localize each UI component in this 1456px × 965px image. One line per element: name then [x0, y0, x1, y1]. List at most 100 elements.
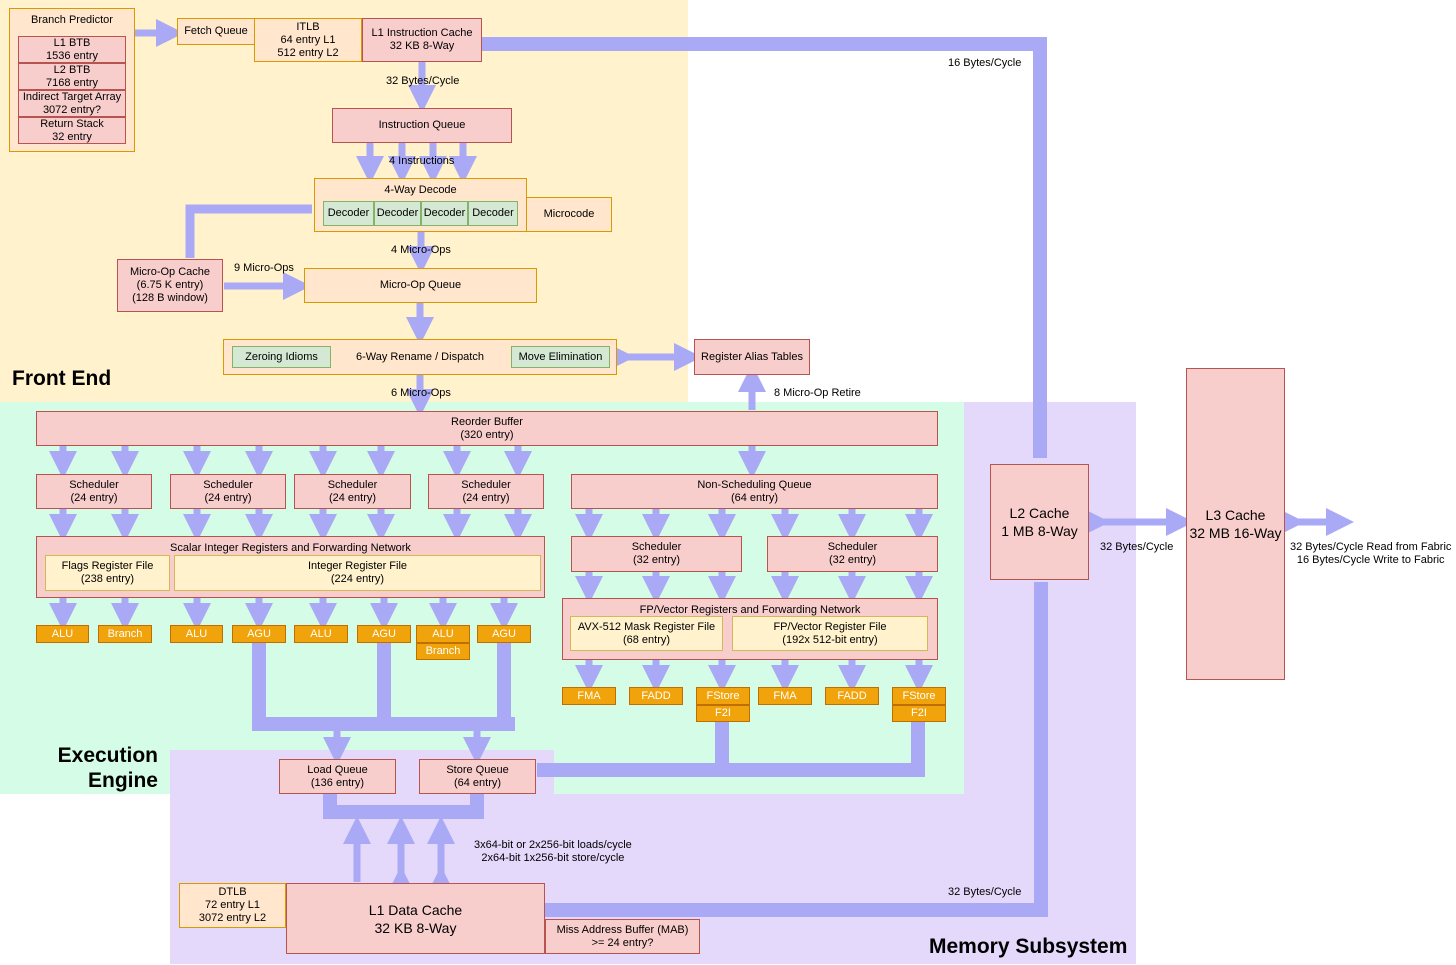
l2-btb-size: 7168 entry [46, 76, 98, 89]
fp-regs-title: FP/Vector Registers and Forwarding Netwo… [639, 604, 861, 616]
flags-size: (238 entry) [80, 573, 135, 585]
int-scheduler-2: Scheduler (24 entry) [170, 474, 286, 509]
return-stack-label: Return Stack [40, 117, 104, 130]
decoder-2: Decoder [374, 201, 421, 226]
unit-fstore-2-label: FStore [902, 689, 936, 702]
unit-f2i-2: F2I [892, 705, 946, 722]
unit-alu-2: ALU [170, 625, 223, 643]
flags-register-file: Flags Register File (238 entry) [45, 555, 170, 591]
l2-dcache-bandwidth: 32 Bytes/Cycle [948, 886, 1022, 898]
unit-fma-2: FMA [758, 687, 812, 705]
memory-subsystem-title: Memory Subsystem [929, 935, 1128, 958]
fp-scheduler-2-title: Scheduler [827, 541, 878, 553]
micro-op-queue: Micro-Op Queue [304, 268, 537, 303]
register-alias-tables: Register Alias Tables [694, 339, 810, 375]
int-scheduler-4: Scheduler (24 entry) [428, 474, 544, 509]
microcode-label: Microcode [543, 208, 595, 220]
l2-title: L2 Cache [1009, 505, 1070, 521]
fabric-write: 16 Bytes/Cycle Write to Fabric [1296, 554, 1445, 566]
unit-fadd-2-label: FADD [837, 689, 867, 702]
micro-op-queue-label: Micro-Op Queue [379, 279, 462, 291]
load-bw-line: 3x64-bit or 2x256-bit loads/cycle [474, 839, 632, 851]
mask-title: AVX-512 Mask Register File [577, 620, 716, 633]
rename-title: 6-Way Rename / Dispatch [356, 350, 484, 363]
itlb-l2: 512 entry L2 [277, 46, 339, 59]
uop-cache-size: (6.75 K entry) [136, 279, 204, 291]
unit-fstore-2: FStore [892, 687, 946, 705]
decoder-3: Decoder [421, 201, 468, 226]
unit-alu-1: ALU [36, 625, 89, 643]
non-scheduling-queue: Non-Scheduling Queue (64 entry) [571, 474, 938, 509]
uop-cache-window: (128 B window) [132, 292, 208, 304]
decoder-1-label: Decoder [327, 207, 370, 219]
l3-size: 32 MB 16-Way [1189, 525, 1282, 541]
mask-size: (68 entry) [622, 633, 671, 646]
integer-register-file: Integer Register File (224 entry) [174, 555, 541, 591]
rob-size: (320 entry) [460, 428, 514, 441]
decode-to-uopcache-line [185, 204, 312, 258]
four-micro-ops-label: 4 Micro-Ops [391, 244, 451, 256]
l1-btb-label: L1 BTB [53, 36, 91, 49]
retire-label: 8 Micro-Op Retire [774, 387, 861, 399]
move-elimination-label: Move Elimination [518, 350, 603, 363]
decoder-2-label: Decoder [376, 207, 419, 219]
unit-agu-2-label: AGU [372, 627, 396, 640]
l1-btb: L1 BTB 1536 entry [18, 36, 126, 63]
int-scheduler-2-size: (24 entry) [204, 491, 252, 504]
front-end-title: Front End [12, 367, 112, 390]
rob-title: Reorder Buffer [451, 415, 523, 428]
zeroing-idioms: Zeroing Idioms [232, 346, 331, 368]
unit-alu-3-label: ALU [310, 627, 332, 640]
unit-f2i-1: F2I [696, 705, 750, 722]
decode-title: 4-Way Decode [384, 184, 457, 196]
l1-btb-size: 1536 entry [46, 49, 98, 62]
l3-cache: L3 Cache 32 MB 16-Way [1186, 368, 1285, 680]
mab-title: Miss Address Buffer (MAB) [556, 923, 689, 936]
dtlb-l1: 72 entry L1 [204, 899, 261, 911]
fstore2-to-store-queue [722, 722, 925, 777]
decoder-4: Decoder [468, 201, 518, 226]
indirect-target-array: Indirect Target Array 3072 entry? [18, 90, 126, 117]
unit-alu-1-label: ALU [51, 627, 74, 640]
microcode: Microcode [526, 197, 612, 232]
unit-alu-4: ALU [416, 625, 470, 643]
l1i-size: 32 KB 8-Way [389, 40, 455, 52]
itlb: ITLB 64 entry L1 512 entry L2 [254, 18, 362, 62]
int-file-size: (224 entry) [330, 573, 385, 585]
dtlb: DTLB 72 entry L1 3072 entry L2 [179, 883, 286, 928]
vec-title: FP/Vector Register File [773, 620, 887, 633]
store-bw-line: 2x64-bit 1x256-bit store/cycle [481, 852, 625, 864]
store-queue-title: Store Queue [446, 763, 509, 776]
instruction-queue: Instruction Queue [332, 108, 512, 143]
unit-fma-2-label: FMA [773, 689, 797, 702]
l2-btb-label: L2 BTB [53, 63, 91, 76]
l1i-title: L1 Instruction Cache [371, 27, 473, 39]
nsq-size: (64 entry) [730, 491, 779, 504]
mab-size: >= 24 entry? [591, 936, 654, 949]
branch-predictor-title: Branch Predictor [31, 14, 113, 26]
int-file-title: Integer Register File [307, 560, 408, 572]
fp-scheduler-1-title: Scheduler [631, 541, 682, 553]
unit-fma-1: FMA [562, 687, 616, 705]
unit-agu-2: AGU [357, 625, 411, 643]
l1-data-cache: L1 Data Cache 32 KB 8-Way [286, 883, 545, 954]
unit-agu-1: AGU [232, 625, 286, 643]
rat-label: Register Alias Tables [701, 350, 803, 363]
ita-label: Indirect Target Array [22, 90, 122, 103]
mask-register-file: AVX-512 Mask Register File (68 entry) [570, 616, 723, 651]
unit-fstore-1: FStore [696, 687, 750, 705]
return-stack-size: 32 entry [52, 130, 92, 143]
fabric-bandwidth: 32 Bytes/Cycle Read from Fabric 16 Bytes… [1290, 541, 1451, 567]
nsq-title: Non-Scheduling Queue [697, 478, 812, 491]
instruction-queue-label: Instruction Queue [378, 119, 466, 131]
l2-btb: L2 BTB 7168 entry [18, 63, 126, 90]
fp-scheduler-1-size: (32 entry) [632, 554, 681, 566]
execution-title-line-1: Execution [57, 744, 158, 767]
decoder-1: Decoder [323, 201, 374, 226]
int-scheduler-3: Scheduler (24 entry) [294, 474, 411, 509]
int-scheduler-3-title: Scheduler [327, 478, 378, 491]
unit-agu-3: AGU [477, 625, 531, 643]
int-scheduler-4-size: (24 entry) [462, 491, 510, 504]
l1d-to-l2-path [545, 582, 1048, 917]
return-stack: Return Stack 32 entry [18, 117, 126, 144]
